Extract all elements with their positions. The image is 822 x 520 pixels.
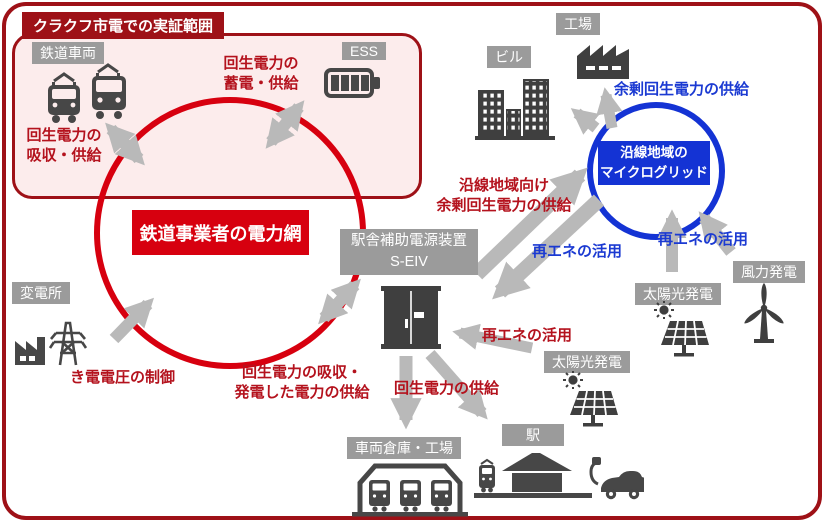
flow-renewable-use-right: 再エネの活用 — [658, 231, 749, 248]
building-icon — [475, 79, 555, 140]
flow-regen-supply: 回生電力の供給 — [394, 380, 500, 397]
factory-label: 工場 — [556, 13, 600, 35]
solar-lower-label: 太陽光発電 — [544, 351, 630, 373]
solar-panel-icon — [654, 301, 709, 357]
microgrid-circle — [587, 102, 725, 240]
substation-label: 変電所 — [12, 282, 70, 304]
solar-right-label: 太陽光発電 — [635, 283, 721, 305]
seiv-cabinet-icon — [381, 286, 441, 349]
battery-icon — [324, 68, 380, 98]
wind-turbine-icon — [744, 283, 784, 343]
microgrid-box: 沿線地域の マイクログリッド — [598, 141, 710, 185]
flow-absorb-supply: 回生電力の 吸収・供給 — [26, 127, 102, 164]
rail-network-box: 鉄道事業者の電力網 — [132, 210, 309, 255]
depot-icon — [352, 463, 468, 517]
station-label: 駅 — [502, 424, 564, 446]
flow-renewable-use-seiv: 再エネの活用 — [482, 327, 573, 344]
seiv-label: 駅舎補助電源装置 S-EIV — [340, 229, 478, 276]
demo-scope-title: クラクフ市電での実証範囲 — [22, 12, 225, 39]
flow-absorb-generate: 回生電力の吸収・ 発電した電力の供給 — [234, 364, 370, 401]
flow-store-supply: 回生電力の 蓄電・供給 — [223, 55, 299, 92]
wind-label: 風力発電 — [733, 261, 805, 283]
station-icon — [474, 453, 644, 500]
flow-renewable-use-mid: 再エネの活用 — [532, 243, 623, 260]
flow-surplus-to-area: 沿線地域向け 余剰回生電力の供給 — [436, 177, 572, 214]
flow-voltage-control: き電電圧の制御 — [70, 369, 176, 386]
factory-icon — [577, 45, 629, 79]
train-label: 鉄道車両 — [32, 42, 104, 64]
depot-label: 車両倉庫・工場 — [347, 437, 461, 459]
flow-surplus-supply: 余剰回生電力の供給 — [614, 81, 750, 98]
substation-icon — [15, 321, 88, 366]
ess-label: ESS — [342, 42, 387, 60]
building-label: ビル — [487, 46, 531, 68]
tram-icon — [48, 63, 126, 123]
solar-panel-icon — [563, 371, 618, 427]
